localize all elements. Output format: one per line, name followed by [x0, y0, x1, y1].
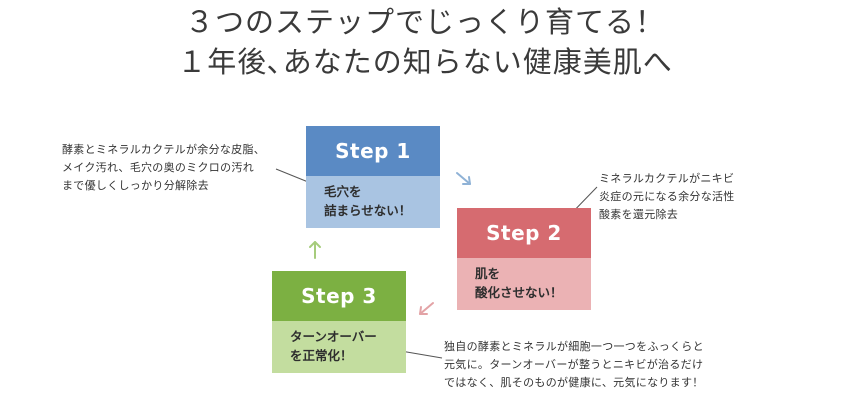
arrow-step2-to-step3: [419, 302, 434, 315]
headline-line-2: １年後､あなたの知らない健康美肌へ: [177, 45, 673, 79]
step-1-box: Step 1 毛穴を 詰まらせない！: [306, 126, 440, 228]
step-1-note: 酵素とミネラルカクテルが余分な皮脂、 メイク汚れ、毛穴の奥のミクロの汚れ まで優…: [62, 143, 266, 192]
headline-line-1: ３つのステップでじっくり育てる！: [184, 5, 665, 39]
arrow-step1-to-step2: [456, 172, 471, 185]
step-2-label: Step 2: [457, 208, 591, 258]
step-3-box: Step 3 ターンオーバー を正常化！: [272, 271, 406, 373]
step-1-label: Step 1: [306, 126, 440, 176]
arrow-step3-to-step1: [309, 241, 321, 259]
step-2-box: Step 2 肌を 酸化させない！: [457, 208, 591, 310]
step-3-label: Step 3: [272, 271, 406, 321]
step-2-text: 肌を 酸化させない！: [457, 258, 591, 310]
step-2-note: ミネラルカクテルがニキビ 炎症の元になる余分な活性 酸素を還元除去: [599, 172, 735, 221]
step-1-text: 毛穴を 詰まらせない！: [306, 176, 440, 228]
step-3-note: 独自の酵素とミネラルが細胞一つ一つをふっくらと 元気に。ターンオーバーが整うとニ…: [444, 340, 704, 389]
step-3-text: ターンオーバー を正常化！: [272, 321, 406, 373]
